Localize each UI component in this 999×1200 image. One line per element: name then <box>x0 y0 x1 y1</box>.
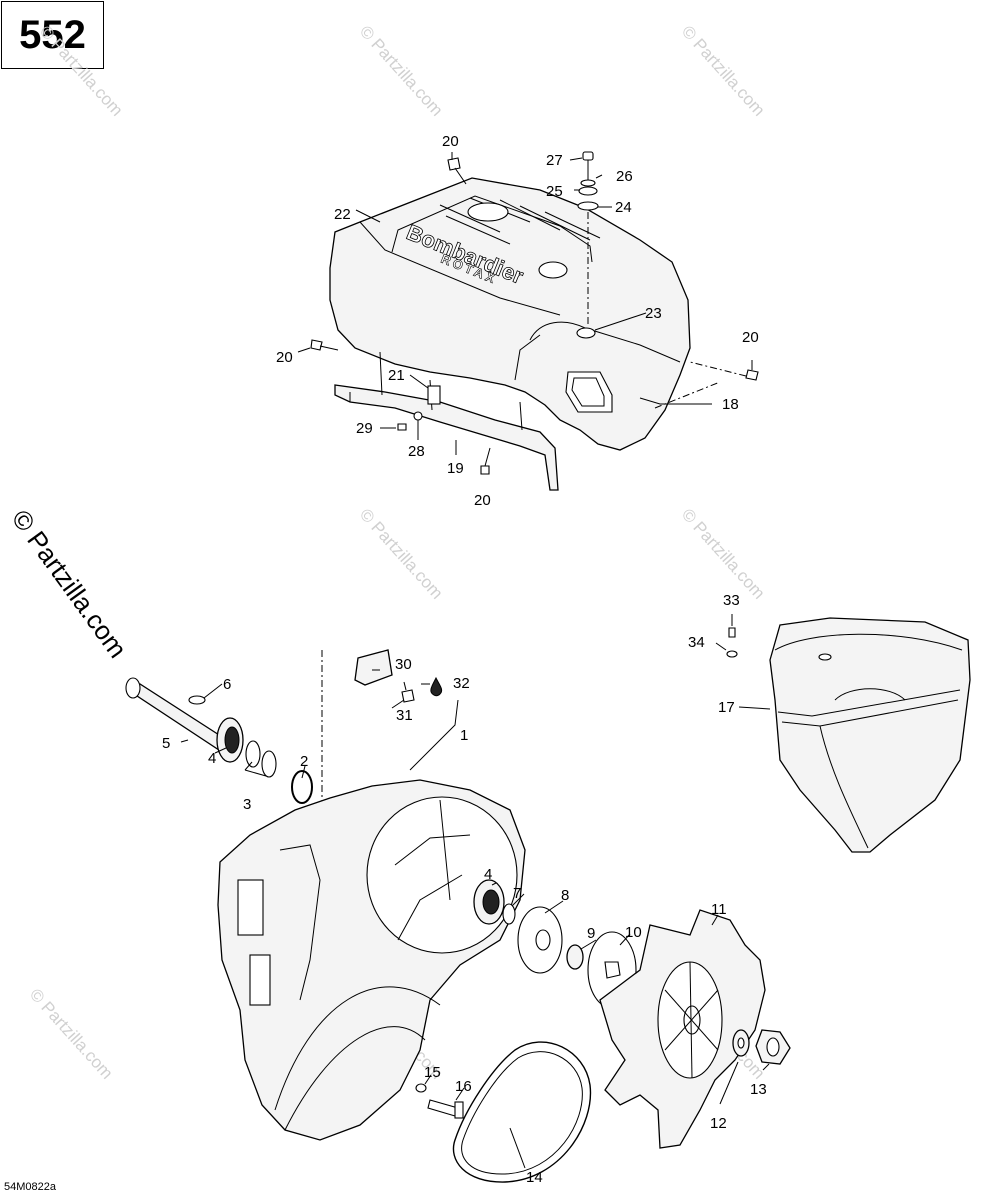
callout-23: 23 <box>645 305 662 322</box>
fan-shaft-and-housing <box>125 649 637 1141</box>
callout-20a: 20 <box>442 133 459 150</box>
callout-8: 8 <box>561 887 569 904</box>
callout-2: 2 <box>300 753 308 770</box>
callout-20c: 20 <box>742 329 759 346</box>
callout-19: 19 <box>447 460 464 477</box>
document-code: 54M0822a <box>4 1181 56 1193</box>
lower-bracket <box>334 384 559 491</box>
callout-33: 33 <box>723 592 740 609</box>
callout-labels: 1 2 3 4 4 5 6 7 8 9 10 11 12 13 14 15 16… <box>162 133 767 1186</box>
callout-20b: 20 <box>276 349 293 366</box>
callout-21: 21 <box>388 367 405 384</box>
callout-31: 31 <box>396 707 413 724</box>
callout-24: 24 <box>615 199 632 216</box>
callout-10: 10 <box>625 924 642 941</box>
callout-12: 12 <box>710 1115 727 1132</box>
callout-28: 28 <box>408 443 425 460</box>
fan-housing-cover <box>726 617 971 853</box>
callout-18: 18 <box>722 396 739 413</box>
callout-30: 30 <box>395 656 412 673</box>
drive-belt <box>452 1041 592 1183</box>
callout-3: 3 <box>243 796 251 813</box>
cover-shroud <box>329 177 691 451</box>
callout-9: 9 <box>587 925 595 942</box>
callout-34: 34 <box>688 634 705 651</box>
callout-17: 17 <box>718 699 735 716</box>
callout-16: 16 <box>455 1078 472 1095</box>
callout-26: 26 <box>616 168 633 185</box>
callout-20d: 20 <box>474 492 491 509</box>
callout-leaders <box>180 152 771 1169</box>
callout-7: 7 <box>513 885 521 902</box>
callout-13: 13 <box>750 1081 767 1098</box>
callout-22: 22 <box>334 206 351 223</box>
callout-32: 32 <box>453 675 470 692</box>
callout-1: 1 <box>460 727 468 744</box>
cooling-fan <box>599 909 791 1149</box>
callout-25: 25 <box>546 183 563 200</box>
callout-29: 29 <box>356 420 373 437</box>
callout-5: 5 <box>162 735 170 752</box>
callout-27: 27 <box>546 152 563 169</box>
engine-cover-assembly: Bombardier ROTAX <box>310 151 759 491</box>
callout-15: 15 <box>424 1064 441 1081</box>
callout-6: 6 <box>223 676 231 693</box>
callout-11: 11 <box>711 901 727 918</box>
callout-4b: 4 <box>484 866 492 883</box>
callout-4a: 4 <box>208 750 216 767</box>
callout-14: 14 <box>526 1169 543 1186</box>
page-number-box: 552 <box>1 1 104 69</box>
